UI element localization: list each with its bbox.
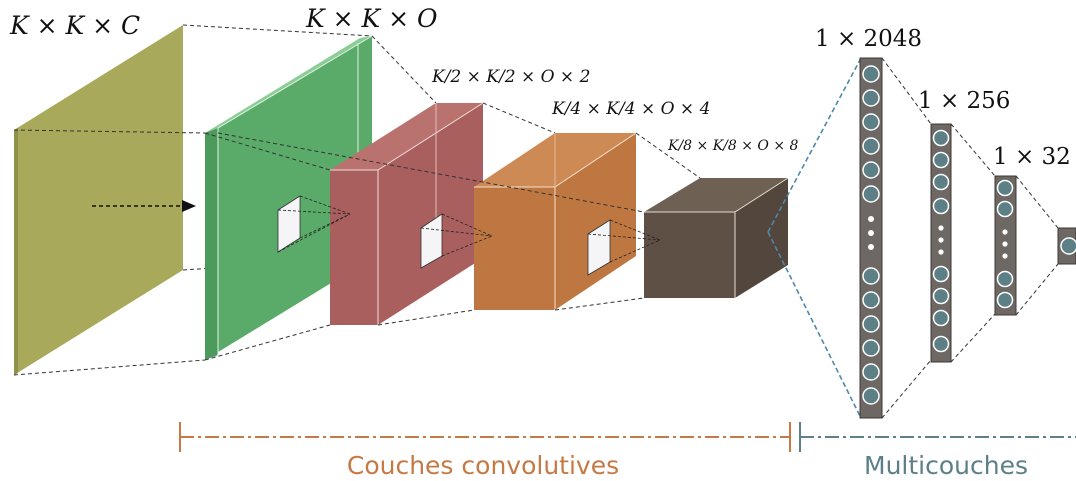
fc1-layer [859,57,883,419]
fc2-to-fc3-guides [950,123,996,363]
conv2-block [330,102,484,325]
fc1-ellipsis [868,216,874,250]
conv2-to-conv4-guides [217,132,701,311]
fc3-size-label: 1 × 32 [993,144,1071,170]
conv2-filter-patch [420,213,493,269]
fc2-ellipsis [938,225,944,255]
mlp-section-label: Multicouches [864,451,1028,480]
conv1-to-conv2-guides [204,35,437,361]
conv3-size-label: K/4 × K/4 × O × 4 [551,99,710,119]
fc1-size-label: 1 × 2048 [815,26,922,52]
conv-section-bracket [179,422,791,452]
conv3-block [474,132,637,310]
fc3-to-output-guides [1015,175,1059,316]
conv1-filter-patch [277,195,351,253]
conv3-filter-patch [587,219,661,276]
mlp-section-bracket [799,422,1076,452]
conv1-size-label: K × K × O [305,4,438,33]
input-layer [14,25,183,375]
conv4-block [644,177,789,298]
conv2-size-label: K/2 × K/2 × O × 2 [431,67,590,87]
conv4-size-label: K/8 × K/8 × O × 8 [667,138,799,154]
output-layer [1057,227,1076,265]
fc3-ellipsis [1002,229,1008,259]
fc1-to-fc2-guides [881,57,932,419]
conv-section-label: Couches convolutives [347,451,619,480]
fc2-neurons [932,129,950,353]
fc2-size-label: 1 × 256 [918,88,1010,114]
conv2-to-conv3-guides [377,102,556,326]
output-neuron [1060,237,1076,255]
fc3-neurons [996,179,1014,309]
input-arrow [92,200,196,212]
fc2-layer [930,123,952,363]
fc3-layer [994,175,1017,316]
fc1-neurons [862,65,880,405]
flatten-connection [767,59,861,417]
input-size-label: K × K × C [9,11,140,40]
